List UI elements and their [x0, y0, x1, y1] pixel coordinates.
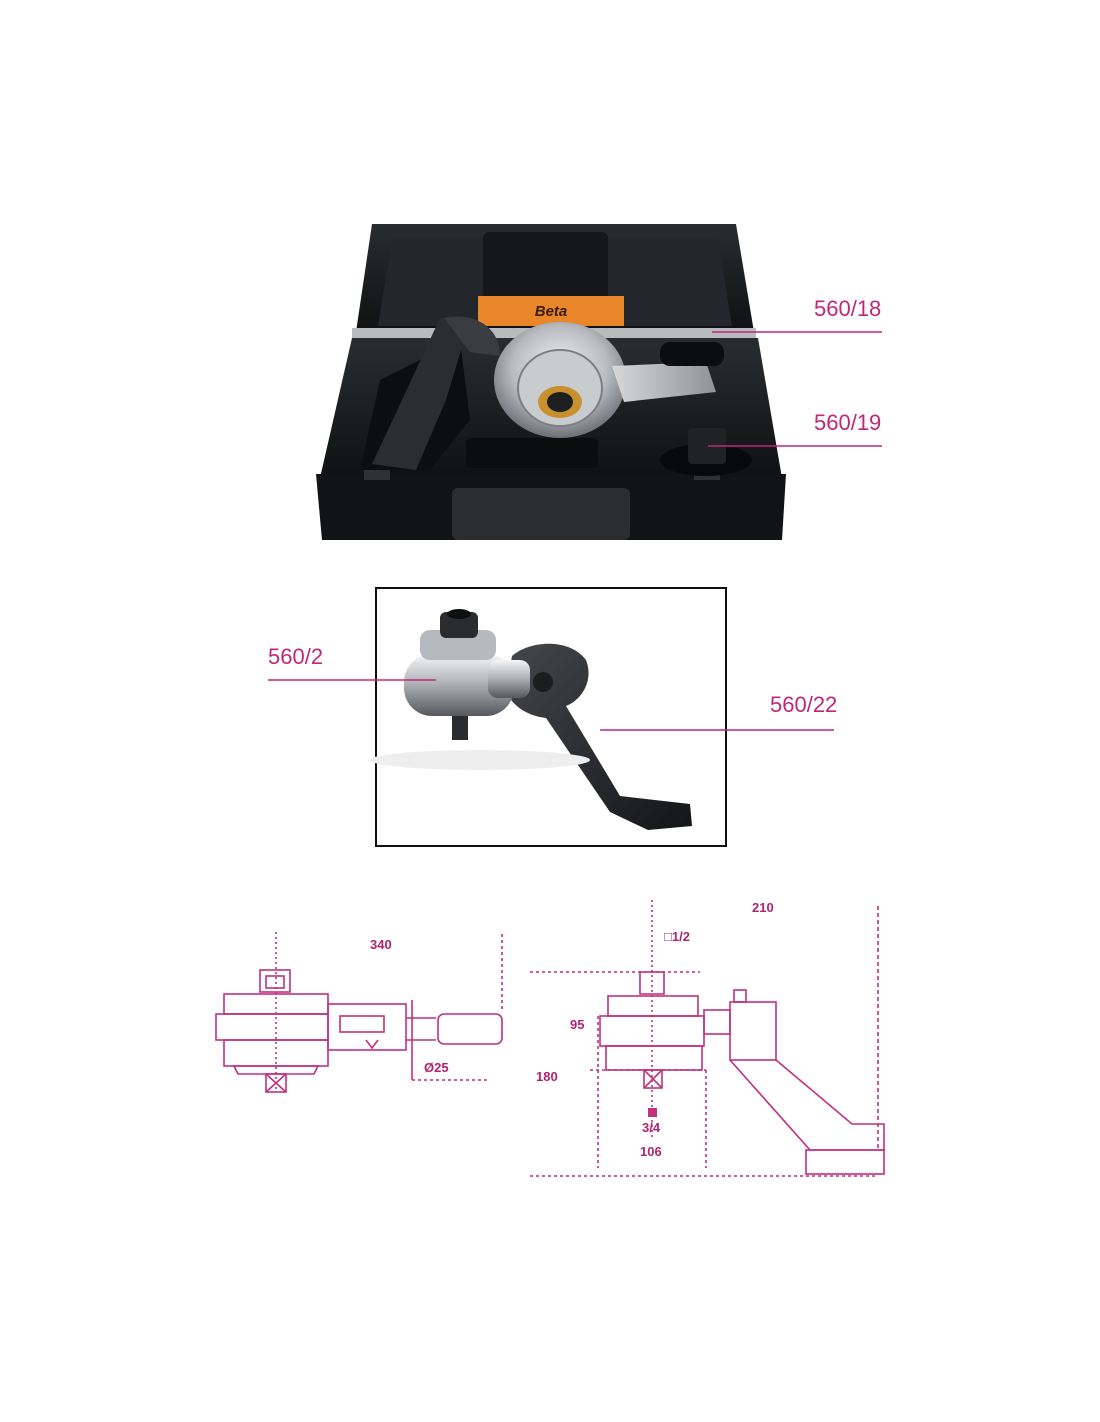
callout-560-18: 560/18 [814, 296, 882, 321]
side-view-drawing [215, 932, 503, 1093]
square-drive-marker [648, 1108, 657, 1117]
top-view-drawing [530, 900, 885, 1177]
dim-210: 210 [752, 900, 774, 915]
dim-diameter-25: Ø25 [424, 1060, 449, 1075]
adapter-in-case [688, 428, 726, 464]
callout-560-22: 560/22 [770, 692, 838, 717]
reaction-arm [506, 643, 692, 830]
dim-340: 340 [370, 937, 392, 952]
dim-180: 180 [536, 1069, 558, 1084]
dim-square-1-2: □1/2 [664, 929, 690, 944]
callout-560-19: 560/19 [814, 410, 882, 435]
brand-label [478, 296, 624, 326]
dim-95: 95 [570, 1017, 585, 1032]
multiplier-body [404, 654, 514, 716]
dim-3-4: 3/4 [642, 1120, 661, 1135]
tool-photo-frame [375, 587, 727, 847]
brand-logo: Beta [535, 303, 568, 320]
dim-106: 106 [640, 1144, 662, 1159]
callout-560-2: 560/2 [268, 644, 324, 669]
